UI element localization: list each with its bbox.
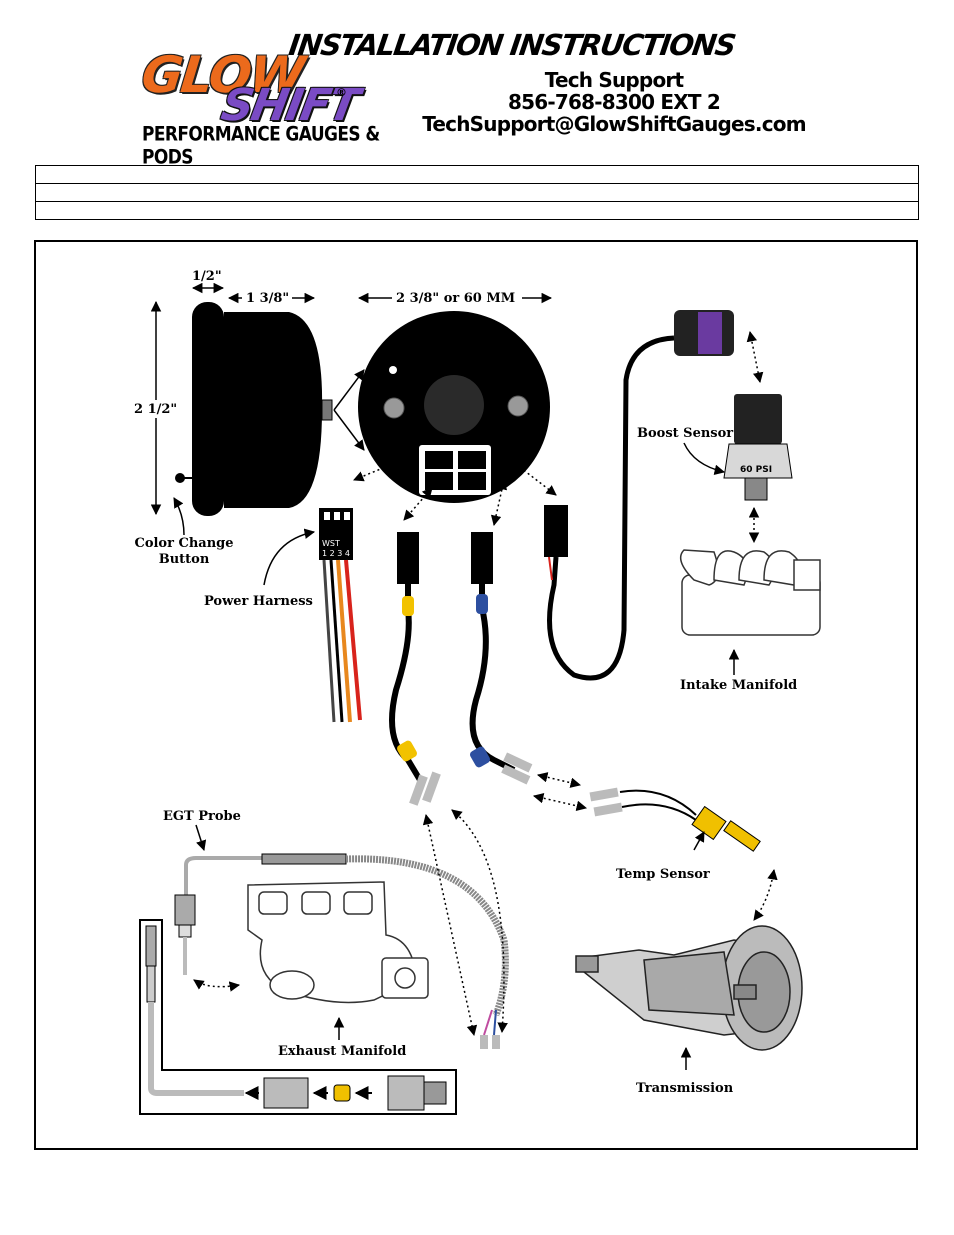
table-cell xyxy=(35,201,919,220)
power-harness: WST 1 2 3 4 xyxy=(319,508,362,723)
intake-manifold xyxy=(679,549,821,636)
tech-support-heading: Tech Support xyxy=(544,68,684,92)
info-table xyxy=(35,165,919,220)
sensor-psi-rating: 60 PSI xyxy=(740,465,772,475)
table-row xyxy=(35,165,919,184)
color-change-label-line2: Button xyxy=(159,552,210,567)
gauge-side-view xyxy=(175,302,333,516)
boost-harness xyxy=(544,310,734,681)
boost-sensor: 60 PSI xyxy=(723,394,793,501)
exhaust-manifold-label: Exhaust Manifold xyxy=(278,1044,406,1059)
transmission-label: Transmission xyxy=(636,1081,734,1096)
tech-support-block: Tech Support 856-768-8300 EXT 2 TechSupp… xyxy=(404,69,824,135)
egt-probe-label: EGT Probe xyxy=(163,809,241,824)
tech-support-phone: 856-768-8300 EXT 2 xyxy=(508,90,721,114)
temp-sensor xyxy=(589,787,761,852)
connector-mark: WST xyxy=(322,539,340,548)
exhaust-manifold xyxy=(247,881,429,1004)
gauge-back-view xyxy=(358,311,550,503)
glowshift-logo: GLOW SHIFT ® PERFORMANCE GAUGES & PODS xyxy=(139,44,390,169)
pin-numbers: 1 2 3 4 xyxy=(322,549,350,558)
bezel-width-dimension: 1/2" xyxy=(192,269,222,284)
boost-sensor-label: Boost Sensor xyxy=(637,426,733,441)
gauge-diameter-dimension: 2 3/8" or 60 MM xyxy=(396,291,515,306)
body-depth-dimension: 1 3/8" xyxy=(246,291,289,306)
logo-tagline: PERFORMANCE GAUGES & PODS xyxy=(142,123,380,169)
table-cell xyxy=(35,165,919,184)
tech-support-email[interactable]: TechSupport@GlowShiftGauges.com xyxy=(422,112,806,136)
intake-manifold-label: Intake Manifold xyxy=(680,678,797,693)
egt-fitting-inset xyxy=(139,919,457,1115)
egt-harness xyxy=(389,532,441,806)
temp-harness xyxy=(469,532,533,785)
temp-sensor-label: Temp Sensor xyxy=(616,867,710,882)
page-title: INSTALLATION INSTRUCTIONS xyxy=(286,28,737,62)
installation-diagram: 1/2" 1 3/8" 2 3/8" or 60 MM 2 1/2" Color… xyxy=(132,269,821,1115)
transmission xyxy=(575,925,803,1051)
table-row xyxy=(35,183,919,202)
color-change-label: Color Change xyxy=(134,536,233,551)
table-row xyxy=(35,201,919,220)
table-cell xyxy=(35,183,919,202)
gauge-height-dimension: 2 1/2" xyxy=(134,402,177,417)
diagram-frame xyxy=(34,240,918,1150)
power-harness-label: Power Harness xyxy=(204,594,313,609)
registered-mark: ® xyxy=(336,86,347,99)
